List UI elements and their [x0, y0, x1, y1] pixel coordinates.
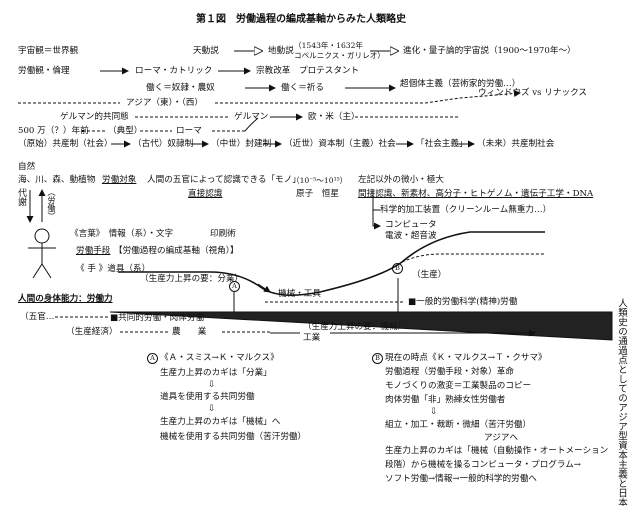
period-medieval: （中世）封建制 [211, 139, 272, 149]
period-capitalism: （近世）資本制（主義）社会 [284, 139, 396, 149]
label-labor-means: 労働手段 [76, 246, 111, 256]
label-nature: 自然 [18, 162, 36, 172]
arrow-down-3: ⇩ [430, 407, 438, 417]
label-five-senses: （五官… [20, 312, 55, 322]
label-nature-items: 海、川、森、動植物 [18, 175, 96, 185]
label-indirect-head: 左記以外の微小・極大 [358, 175, 444, 185]
rightbox-line6: 生産力上昇のカギは「機械（自動操作・オートメーション [385, 446, 609, 456]
leftbox-line4: 機械を使用する共同労働（苦汗労働） [160, 432, 307, 442]
label-eu-us: 欧・米（主） [308, 112, 360, 122]
label-agriculture: 農 業 [172, 327, 207, 337]
label-five-senses-things: 人間の五官によって認識できる「モノ」 [147, 175, 301, 185]
arrow-down-1: ⇩ [208, 380, 216, 390]
diagram-title: 第１図 労働過程の編成基軸からみた人類略史 [196, 14, 406, 25]
rightbox-line8: ソフト労働→情報→一般的科学的労働へ [385, 474, 537, 484]
rightbox-line7: 段階）から機械を操るコンピュータ・プログラム→ [385, 460, 582, 470]
label-axis: 【労働過程の編成基軸（視角）】 [114, 246, 239, 256]
label-evolution: 進化・量子論的宇宙説（1900〜1970年〜） [403, 46, 576, 56]
label-production: （生産） [412, 270, 447, 280]
label-labor-vert: （労働） [47, 188, 56, 220]
period-ancient: （古代）奴隷制 [133, 139, 194, 149]
side-caption: 人類史の通過点としてのアジア型資本主義と日本 [616, 298, 627, 506]
period-socialism: 「社会主義」 [416, 139, 468, 149]
label-req-machine: （生産力上昇の要：機械） [303, 322, 407, 332]
rightbox-line3: 肉体労働「非」熟練女性労働者 [385, 395, 506, 405]
leftbox-line1: 生産力上昇のカギは「分業」 [160, 368, 272, 378]
label-direct: 直接認識 [188, 189, 223, 199]
figure-leg-left [32, 263, 43, 279]
curve-production [118, 231, 545, 296]
label-reformation: 宗教改革 プロテスタント [256, 66, 360, 76]
label-atom-star: 原子 恒星 [296, 189, 339, 199]
label-asia: アジア（東）・（西） [126, 98, 203, 108]
curve-dashed [401, 253, 545, 263]
label-body-ability: 人間の身体能力：労働力 [18, 294, 113, 304]
label-indirect-list: 間接認識、新素材、高分子・ヒトゲノム・遺伝子工学・DNA [358, 189, 594, 199]
leftbox-heading: 《Ａ・スミス→Ｋ・マルクス》 [160, 353, 279, 363]
label-cosmology: 宇宙観＝世界観 [18, 46, 79, 56]
label-tendo: 天動説 [193, 46, 219, 56]
rightbox-line4: 組立・加工・裁断・微細（苦汗労働） [385, 420, 532, 430]
rightbox-heading: 現在の時点《Ｋ・マルクス→Ｔ・クサマ》 [385, 353, 547, 363]
label-roman-catholic: ローマ・カトリック [135, 66, 213, 76]
line-asia-up [424, 90, 521, 104]
marker-a: A [229, 281, 240, 292]
leftbox-line2: 道具を使用する共同労働 [160, 392, 255, 402]
label-slave: 働く＝奴隷・農奴 [146, 83, 215, 93]
label-german: ゲルマン [234, 112, 269, 122]
label-super-individual: 超個体主義（芸術家的労働…） [400, 79, 521, 89]
label-pray: 働く＝祈る [281, 83, 324, 93]
label-waves: 電波・超音波 [385, 231, 437, 241]
rightbox-line5: アジアへ [484, 433, 519, 443]
marker-b-box: B [372, 353, 383, 364]
arrow-to-machine [257, 283, 271, 293]
label-windows-linux: ウィンドウズ vs リナックス [478, 88, 588, 98]
label-sci-device: 科学的加工装置（クリーンルーム無重力…） [380, 205, 552, 215]
label-req-division: （生産力上昇の要：分業） [140, 274, 244, 284]
label-general-labor: ■一般的労働科学(精神)労働 [408, 297, 518, 307]
label-metabolism: 代謝 [16, 188, 26, 206]
figure-head [34, 228, 50, 244]
label-labor-ethic: 労働観・倫理 [18, 66, 70, 76]
label-machine: 機械・工具 [278, 289, 321, 299]
label-computer: コンピュータ [385, 220, 437, 230]
label-shared-labor: ■共同的労働・肉体労働 [110, 313, 205, 323]
figure-leg-right [41, 263, 52, 279]
label-chido: 地動説 [268, 46, 294, 56]
label-econ: （生産経済） [66, 327, 118, 337]
marker-b: B [392, 263, 403, 274]
label-names: コペルニクス・ガリレオ） [294, 51, 385, 60]
marker-a-box: A [147, 353, 158, 364]
label-500: 500 万（？）年前 [18, 126, 89, 136]
label-hand-tool: 《 手 》道具（系） [76, 264, 151, 274]
arrow-down-2: ⇩ [208, 404, 216, 414]
rightbox-line1: 労働過程（労働手段・対象）革命 [385, 367, 514, 377]
label-german-community: ゲルマン的共同態 [60, 112, 129, 122]
label-range: （10⁻⁵〜10¹⁵） [292, 176, 348, 185]
line-rome-up [244, 117, 259, 132]
label-language: 《言葉》 情報（系）・文字 [70, 229, 174, 239]
label-labor-target: 労働対象 [102, 175, 137, 185]
label-printing: 印刷術 [210, 229, 236, 239]
label-years: （1543年・1632年 [294, 41, 364, 50]
period-primitive: （原始）共産制（社会） [18, 139, 113, 149]
rightbox-line2: モノづくりの激変＝工業製品のコピー [385, 381, 532, 391]
label-industry: 工業 [303, 333, 321, 343]
line-indirect-comp [372, 190, 381, 230]
label-tenkei: （典型） [108, 126, 143, 136]
period-future: （未来）共産制社会 [477, 139, 555, 149]
label-rome: ローマ [176, 126, 202, 136]
leftbox-line3: 生産力上昇のカギは「機械」へ [160, 417, 281, 427]
